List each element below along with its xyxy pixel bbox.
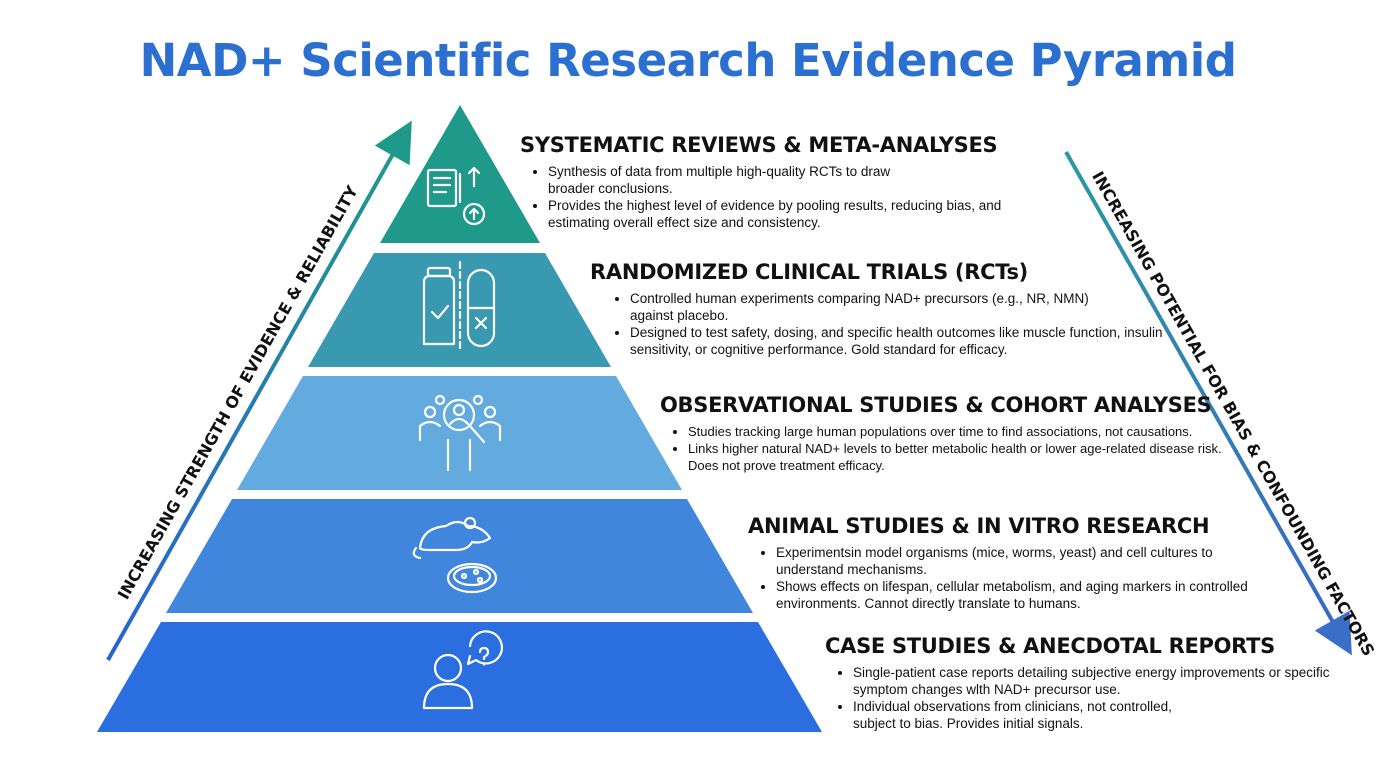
tier-bullet: Experimentsin model organisms (mice, wor…: [776, 544, 1266, 578]
tier-heading: OBSERVATIONAL STUDIES & COHORT ANALYSES: [660, 393, 1212, 417]
tier-1-description: SYSTEMATIC REVIEWS & META-ANALYSES Synth…: [520, 133, 1018, 231]
tier-2-description: RANDOMIZED CLINICAL TRIALS (RCTs) Contro…: [590, 260, 1190, 358]
tier-2-shape: [308, 253, 611, 367]
tier-3-description: OBSERVATIONAL STUDIES & COHORT ANALYSES …: [660, 393, 1248, 474]
tier-bullet: Individual observations from clinicians,…: [853, 698, 1213, 732]
tier-bullet: Links higher natural NAD+ levels to bett…: [688, 440, 1248, 474]
mouse-petri-dish-icon: [412, 516, 498, 594]
right-arrow: [1064, 151, 1352, 656]
tier-bullet: Studies tracking large human populations…: [688, 423, 1248, 440]
tier-5-shape: [97, 622, 822, 732]
tier-bullet: Synthesis of data from multiple high-qua…: [548, 163, 938, 197]
left-arrow: [106, 120, 412, 661]
tier-bullet: Designed to test safety, dosing, and spe…: [630, 324, 1190, 358]
person-question-icon: [422, 630, 504, 710]
tier-bullet: Single-patient case reports detailing su…: [853, 664, 1333, 698]
tier-heading: ANIMAL STUDIES & IN VITRO RESEARCH: [748, 514, 1210, 538]
tier-bullet: Shows effects on lifespan, cellular meta…: [776, 578, 1326, 612]
tier-heading: SYSTEMATIC REVIEWS & META-ANALYSES: [520, 133, 998, 157]
documents-upload-icon: [426, 166, 486, 226]
tier-4-description: ANIMAL STUDIES & IN VITRO RESEARCH Exper…: [748, 514, 1326, 612]
tier-5-description: CASE STUDIES & ANECDOTAL REPORTS Single-…: [825, 634, 1333, 732]
tier-bullet: Provides the highest level of evidence b…: [548, 197, 1018, 231]
population-magnifier-icon: [418, 394, 502, 472]
page-title: NAD+ Scientific Research Evidence Pyrami…: [139, 34, 1237, 87]
tier-bullet: Controlled human experiments comparing N…: [630, 290, 1110, 324]
tier-3-shape: [237, 376, 682, 490]
tier-heading: RANDOMIZED CLINICAL TRIALS (RCTs): [590, 260, 1028, 284]
tier-4-shape: [166, 499, 753, 613]
tier-heading: CASE STUDIES & ANECDOTAL REPORTS: [825, 634, 1275, 658]
pill-bottle-capsule-icon: [422, 260, 496, 354]
